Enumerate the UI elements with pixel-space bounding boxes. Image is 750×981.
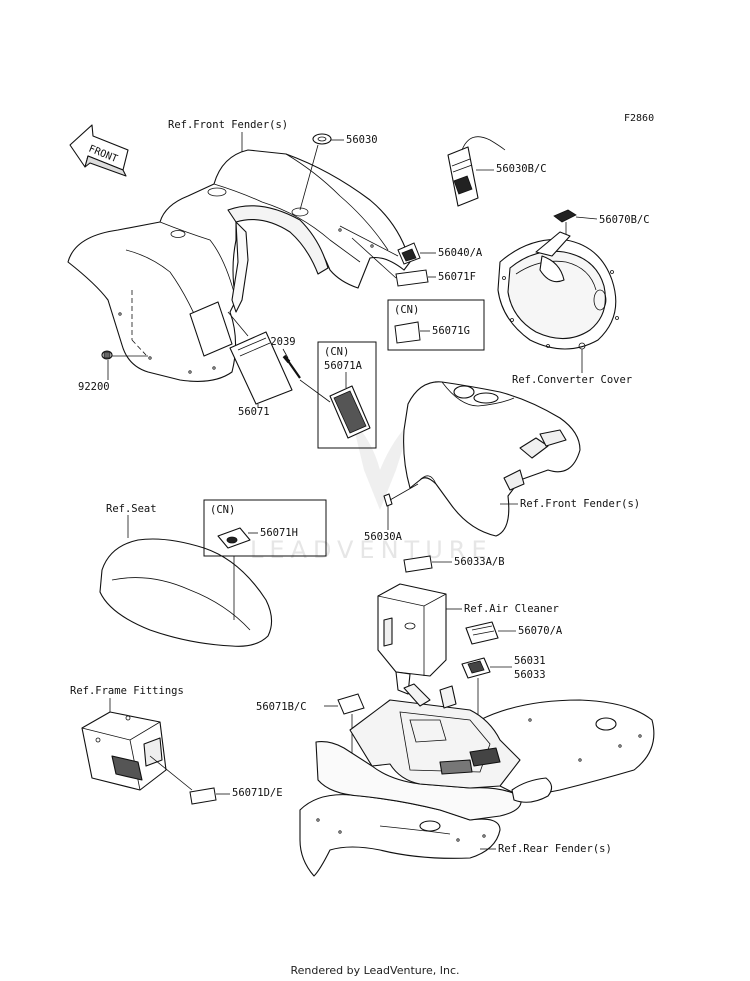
label-56030: 56030 bbox=[346, 134, 378, 146]
label-ref-seat: Ref.Seat bbox=[106, 503, 157, 515]
frame-fittings-drawing bbox=[81, 711, 167, 791]
label-56071de: 56071D/E bbox=[232, 787, 283, 799]
cn-box-56071a bbox=[317, 341, 377, 449]
front-fender-upper-drawing bbox=[403, 381, 581, 537]
part-56071a-decal-icon bbox=[329, 385, 371, 439]
part-56070a-decal-icon bbox=[465, 621, 499, 645]
front-arrow-icon: FRONT bbox=[69, 124, 129, 177]
air-cleaner-drawing bbox=[377, 583, 447, 695]
watermark: LEADVENTURE bbox=[250, 420, 493, 564]
label-56030bc: 56030B/C bbox=[496, 163, 547, 175]
part-56031-decal-icon bbox=[461, 657, 491, 679]
part-56071de-decal-icon bbox=[189, 787, 217, 805]
label-ref-air-cleaner: Ref.Air Cleaner bbox=[464, 603, 559, 615]
label-56033: 56033 bbox=[514, 669, 546, 681]
footer-credit: Rendered by LeadVenture, Inc. bbox=[290, 964, 460, 977]
converter-cover-drawing bbox=[497, 231, 619, 350]
label-56071g: 56071G bbox=[432, 325, 470, 337]
label-ref-rear-fender: Ref.Rear Fender(s) bbox=[498, 843, 612, 855]
label-92200: 92200 bbox=[78, 381, 110, 393]
label-56031: 56031 bbox=[514, 655, 546, 667]
label-ref-converter-cover: Ref.Converter Cover bbox=[512, 374, 632, 386]
front-fender-drawing bbox=[67, 149, 411, 382]
part-56030bc-tag-icon bbox=[447, 136, 506, 207]
label-56071a: 56071A bbox=[324, 360, 363, 372]
rear-fender-drawing bbox=[299, 683, 655, 877]
part-56030a-icon bbox=[383, 493, 393, 507]
part-56033ab-decal-icon bbox=[403, 555, 433, 573]
part-56040a-decal-icon bbox=[397, 242, 421, 265]
label-cn-1: (CN) bbox=[394, 304, 419, 316]
label-ref-frame-fittings: Ref.Frame Fittings bbox=[70, 685, 184, 697]
part-56030-icon bbox=[312, 133, 332, 145]
label-56071bc: 56071B/C bbox=[256, 701, 307, 713]
label-cn-2: (CN) bbox=[324, 346, 349, 358]
bolt-92039-icon bbox=[282, 354, 301, 379]
part-56071f-decal-icon bbox=[395, 269, 429, 287]
part-56070bc-decal-icon bbox=[553, 209, 577, 223]
part-56071bc-decal-icon bbox=[337, 693, 365, 715]
seat-drawing bbox=[99, 538, 273, 647]
label-56070bc: 56070B/C bbox=[599, 214, 650, 226]
cn-box-56071h bbox=[203, 499, 327, 557]
label-ref-front-fender-mid: Ref.Front Fender(s) bbox=[520, 498, 640, 510]
figure-code: F2860 bbox=[624, 113, 654, 124]
label-56070a: 56070/A bbox=[518, 625, 563, 637]
label-56071f: 56071F bbox=[438, 271, 476, 283]
label-56071: 56071 bbox=[238, 406, 270, 418]
label-56033ab: 56033A/B bbox=[454, 556, 505, 568]
part-56071-decal-icon bbox=[229, 331, 293, 405]
part-92200-icon bbox=[101, 350, 113, 360]
label-56030a: 56030A bbox=[364, 531, 403, 543]
cn-box-56071g bbox=[387, 299, 485, 351]
label-ref-front-fender-top: Ref.Front Fender(s) bbox=[168, 119, 288, 131]
part-56071g-decal-icon bbox=[394, 321, 421, 344]
label-56040a: 56040/A bbox=[438, 247, 483, 259]
part-56071h-decal-icon bbox=[217, 527, 251, 549]
label-cn-3: (CN) bbox=[210, 504, 235, 516]
watermark-text: LEADVENTURE bbox=[250, 536, 493, 564]
label-56071h: 56071H bbox=[260, 527, 298, 539]
